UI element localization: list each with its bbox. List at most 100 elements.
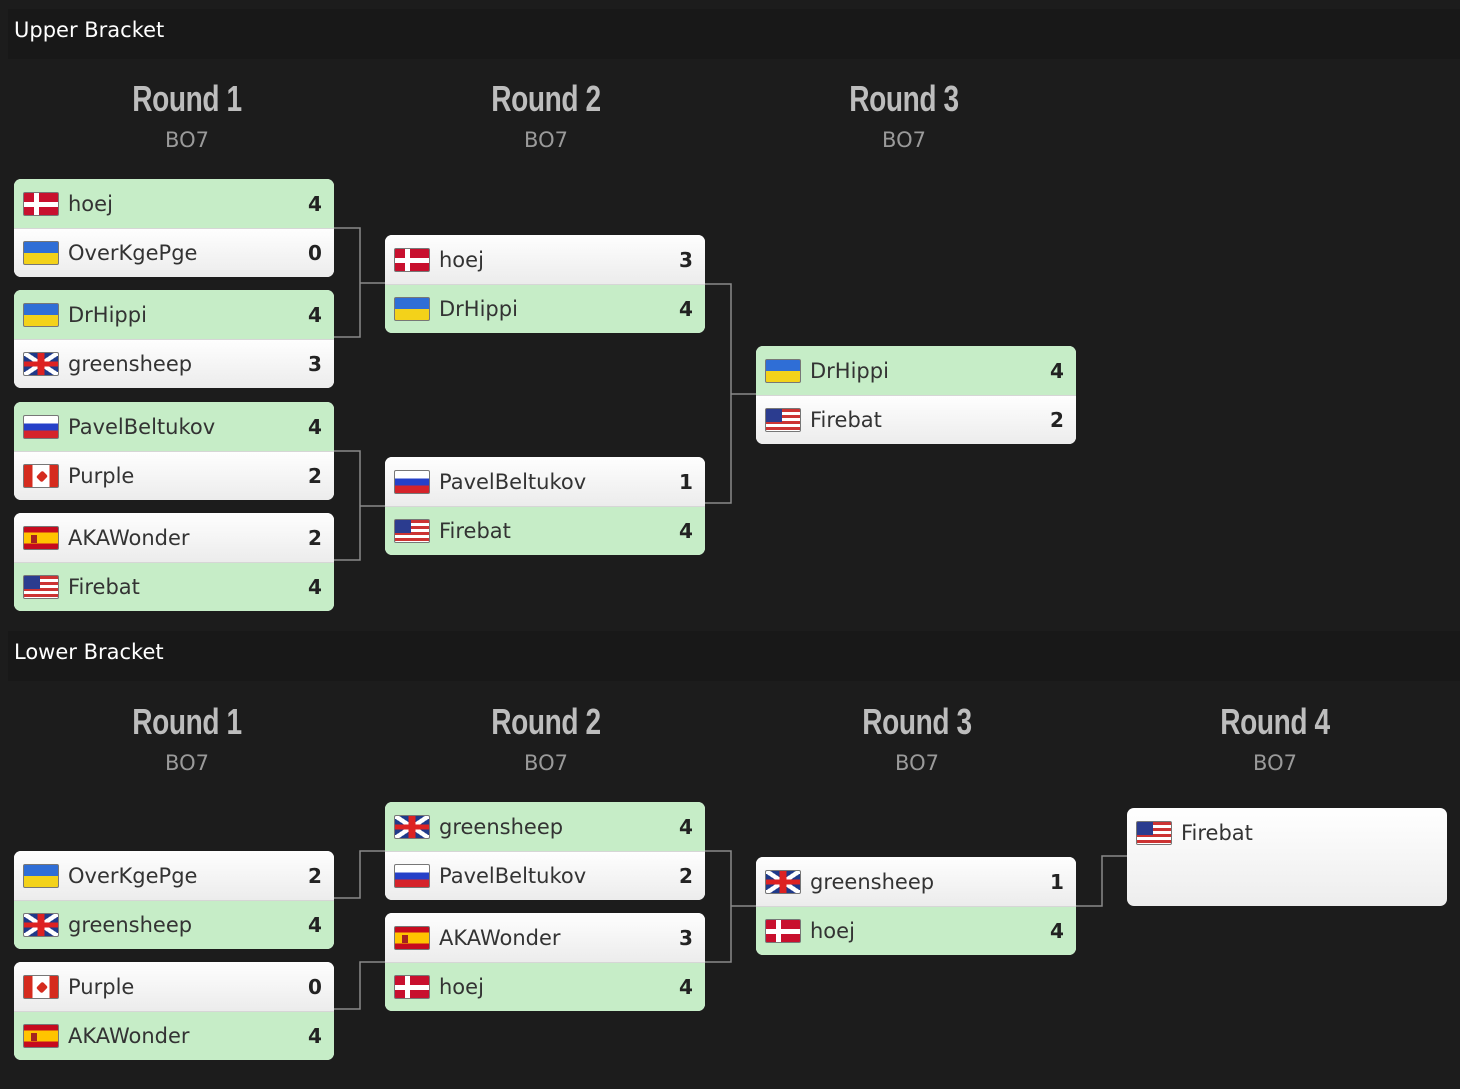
upper-bracket-header: Upper Bracket xyxy=(8,9,1460,59)
upper-round-2-header: Round 2 BO7 xyxy=(396,78,696,152)
player-name: hoej xyxy=(439,247,484,272)
player-row[interactable]: DrHippi 4 xyxy=(14,290,334,339)
player-score: 3 xyxy=(308,352,322,376)
player-name: AKAWonder xyxy=(68,525,190,550)
upper-r2-match-2[interactable]: PavelBeltukov 1 Firebat 4 xyxy=(385,457,705,555)
upper-round-3-header: Round 3 BO7 xyxy=(754,78,1054,152)
player-name: DrHippi xyxy=(810,358,889,383)
spain-flag-icon xyxy=(394,925,430,950)
usa-flag-icon xyxy=(23,575,59,599)
lower-r2-match-1[interactable]: greensheep 4 PavelBeltukov 2 xyxy=(385,802,705,900)
round-format: BO7 xyxy=(524,128,568,152)
ukraine-flag-icon xyxy=(765,358,801,383)
player-name: DrHippi xyxy=(68,302,147,327)
round-format: BO7 xyxy=(165,751,209,775)
lower-r2-match-2[interactable]: AKAWonder 3 hoej 4 xyxy=(385,913,705,1011)
player-row[interactable]: AKAWonder 4 xyxy=(14,1011,334,1060)
player-row[interactable]: AKAWonder 3 xyxy=(385,913,705,962)
canada-flag-icon xyxy=(23,464,59,488)
spain-flag-icon xyxy=(23,1024,59,1048)
usa-flag-icon xyxy=(1136,820,1172,845)
russia-flag-icon xyxy=(394,864,430,888)
player-score: 2 xyxy=(308,863,322,888)
player-row[interactable]: hoej 3 xyxy=(385,235,705,284)
player-row[interactable]: AKAWonder 2 xyxy=(14,513,334,562)
player-name: Firebat xyxy=(68,575,140,599)
round-title: Round 2 xyxy=(491,78,601,119)
lower-r4-final-slot[interactable]: Firebat xyxy=(1127,808,1447,906)
player-score: 2 xyxy=(308,525,322,550)
player-row[interactable]: greensheep 1 xyxy=(756,857,1076,906)
player-row[interactable]: greensheep 3 xyxy=(14,339,334,388)
player-row[interactable]: hoej 4 xyxy=(385,962,705,1011)
player-score: 4 xyxy=(1050,919,1064,943)
player-score: 4 xyxy=(308,302,322,327)
player-name: Purple xyxy=(68,464,135,488)
player-row[interactable]: DrHippi 4 xyxy=(756,346,1076,395)
upper-r1-match-3[interactable]: PavelBeltukov 4 Purple 2 xyxy=(14,402,334,500)
upper-r1-match-1[interactable]: hoej 4 OverKgePge 0 xyxy=(14,179,334,277)
player-score: 2 xyxy=(1050,408,1064,432)
player-score: 1 xyxy=(679,469,693,494)
player-row[interactable]: OverKgePge 0 xyxy=(14,228,334,277)
upper-r1-match-2[interactable]: DrHippi 4 greensheep 3 xyxy=(14,290,334,388)
lower-round-4-header: Round 4 BO7 xyxy=(1125,701,1425,775)
player-score: 4 xyxy=(308,1024,322,1048)
ukraine-flag-icon xyxy=(23,863,59,888)
denmark-flag-icon xyxy=(394,975,430,999)
player-score: 2 xyxy=(308,464,322,488)
player-name: PavelBeltukov xyxy=(68,414,216,439)
round-title: Round 3 xyxy=(862,701,972,742)
player-name: greensheep xyxy=(68,352,193,376)
player-row[interactable]: hoej 4 xyxy=(14,179,334,228)
denmark-flag-icon xyxy=(394,247,430,272)
player-row[interactable]: PavelBeltukov 4 xyxy=(14,402,334,451)
player-row[interactable]: Purple 0 xyxy=(14,962,334,1011)
lower-round-3-header: Round 3 BO7 xyxy=(767,701,1067,775)
lower-r3-match-1[interactable]: greensheep 1 hoej 4 xyxy=(756,857,1076,955)
upper-r2-match-1[interactable]: hoej 3 DrHippi 4 xyxy=(385,235,705,333)
player-score: 4 xyxy=(1050,358,1064,383)
player-row[interactable]: OverKgePge 2 xyxy=(14,851,334,900)
player-row[interactable]: Firebat 4 xyxy=(385,506,705,555)
round-format: BO7 xyxy=(895,751,939,775)
player-score: 3 xyxy=(679,925,693,950)
upper-bracket-title: Upper Bracket xyxy=(14,18,165,42)
round-format: BO7 xyxy=(165,128,209,152)
player-name: hoej xyxy=(439,975,484,999)
uk-flag-icon xyxy=(394,814,430,839)
player-score: 4 xyxy=(308,414,322,439)
player-row[interactable]: hoej 4 xyxy=(756,906,1076,955)
uk-flag-icon xyxy=(765,869,801,894)
player-row[interactable]: DrHippi 4 xyxy=(385,284,705,333)
player-row[interactable]: Firebat xyxy=(1127,808,1447,857)
player-name: Firebat xyxy=(439,519,511,543)
round-format: BO7 xyxy=(524,751,568,775)
lower-r1-match-2[interactable]: Purple 0 AKAWonder 4 xyxy=(14,962,334,1060)
round-title: Round 2 xyxy=(491,701,601,742)
player-row[interactable]: greensheep 4 xyxy=(14,900,334,949)
lower-round-1-header: Round 1 BO7 xyxy=(37,701,337,775)
canada-flag-icon xyxy=(23,974,59,999)
upper-r3-match-1[interactable]: DrHippi 4 Firebat 2 xyxy=(756,346,1076,444)
player-row[interactable]: Firebat 4 xyxy=(14,562,334,611)
player-row[interactable]: Firebat 2 xyxy=(756,395,1076,444)
player-score: 4 xyxy=(679,297,693,321)
player-score: 4 xyxy=(679,975,693,999)
player-name: OverKgePge xyxy=(68,863,198,888)
player-score: 4 xyxy=(308,575,322,599)
player-row[interactable]: PavelBeltukov 2 xyxy=(385,851,705,900)
denmark-flag-icon xyxy=(23,191,59,216)
player-row[interactable]: Purple 2 xyxy=(14,451,334,500)
round-title: Round 4 xyxy=(1220,701,1330,742)
player-row[interactable]: PavelBeltukov 1 xyxy=(385,457,705,506)
player-name: greensheep xyxy=(810,869,935,894)
lower-r1-match-1[interactable]: OverKgePge 2 greensheep 4 xyxy=(14,851,334,949)
usa-flag-icon xyxy=(394,519,430,543)
player-row[interactable]: greensheep 4 xyxy=(385,802,705,851)
player-name: Firebat xyxy=(1181,820,1253,845)
player-score: 4 xyxy=(308,191,322,216)
player-score: 4 xyxy=(679,519,693,543)
upper-r1-match-4[interactable]: AKAWonder 2 Firebat 4 xyxy=(14,513,334,611)
